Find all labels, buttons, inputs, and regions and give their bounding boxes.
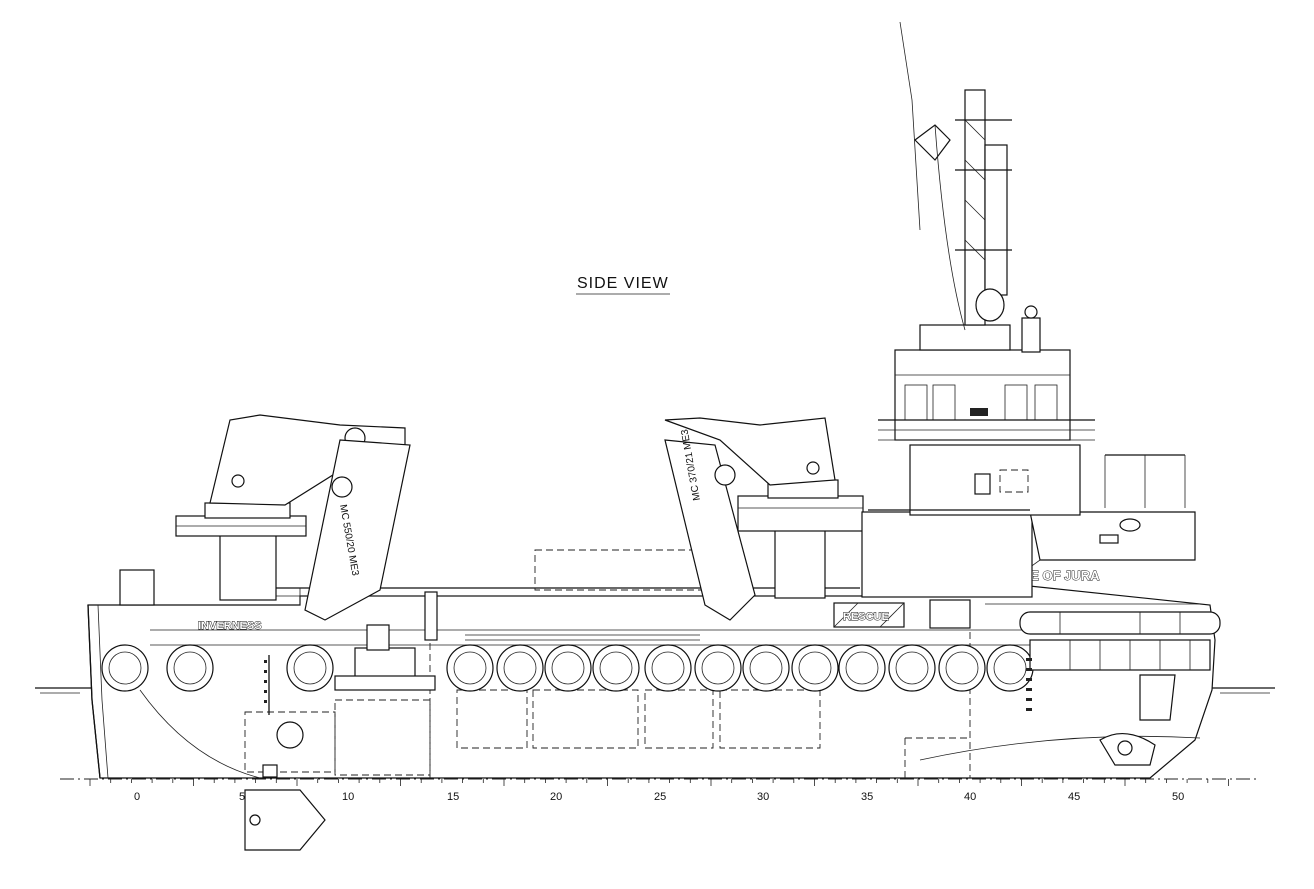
bow-fender-belt [1019, 611, 1221, 671]
tyre-fender [742, 644, 790, 692]
tyre-fender [791, 644, 839, 692]
port-of-registry-label: INVERNESS [198, 620, 262, 632]
tyre-fender [286, 644, 334, 692]
tyre-fender [644, 644, 692, 692]
tyre-fender [446, 644, 494, 692]
tyre-fender [888, 644, 936, 692]
frame-label: 35 [861, 791, 873, 803]
tyre-fender [101, 644, 149, 692]
frame-label: 30 [757, 791, 769, 803]
frame-label: 15 [447, 791, 459, 803]
name-board-inverness: INVERNESS [198, 620, 262, 633]
tyre-fender [938, 644, 986, 692]
aft-thruster [244, 721, 326, 851]
bow-thruster [1099, 674, 1176, 766]
tyre-fender [694, 644, 742, 692]
rescue-zone: RESCUE [833, 602, 905, 628]
frame-scale-ticks [89, 779, 1229, 786]
frame-label: 5 [239, 791, 245, 803]
tyre-fender [592, 644, 640, 692]
forward-crane: MC 370/21 ME3 [664, 417, 864, 621]
mast [899, 21, 1012, 331]
frame-label: 20 [550, 791, 562, 803]
tyre-fenders [101, 644, 1034, 692]
tyre-fender [166, 644, 214, 692]
superstructure [861, 305, 1196, 629]
draft-marks-fwd [1026, 658, 1032, 711]
frame-label: 0 [134, 791, 140, 803]
frame-label: 50 [1172, 791, 1184, 803]
frame-label: 40 [964, 791, 976, 803]
aft-mooring-equipment [119, 569, 436, 691]
rescue-label: RESCUE [843, 611, 889, 623]
tyre-fender [544, 644, 592, 692]
main-engines [244, 689, 821, 776]
frame-label: 45 [1068, 791, 1080, 803]
aft-crane: MC 550/20 ME3 [175, 414, 411, 621]
tyre-fender [838, 644, 886, 692]
frame-scale-labels: 0 5 10 15 20 25 30 35 40 45 50 [134, 791, 1184, 803]
frame-label: 25 [654, 791, 666, 803]
tyre-fender [496, 644, 544, 692]
drawing-title: SIDE VIEW [577, 275, 669, 292]
frame-label: 10 [342, 791, 354, 803]
cargo-deck-rail [275, 549, 860, 641]
draft-marks-aft [264, 655, 270, 715]
